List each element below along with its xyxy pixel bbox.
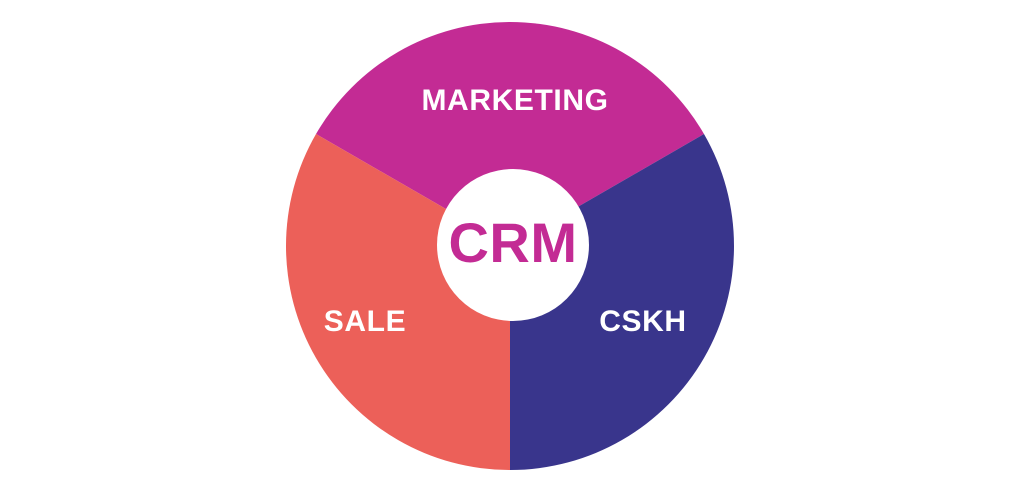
donut-slice-marketing[interactable] bbox=[316, 21, 704, 247]
segment-label-sale: SALE bbox=[323, 305, 407, 338]
segment-label-marketing: MARKETING bbox=[421, 84, 609, 117]
center-hub-label: CRM bbox=[448, 211, 578, 274]
center-hub-circle[interactable] bbox=[437, 169, 589, 321]
segment-label-cskh: CSKH bbox=[599, 305, 687, 338]
